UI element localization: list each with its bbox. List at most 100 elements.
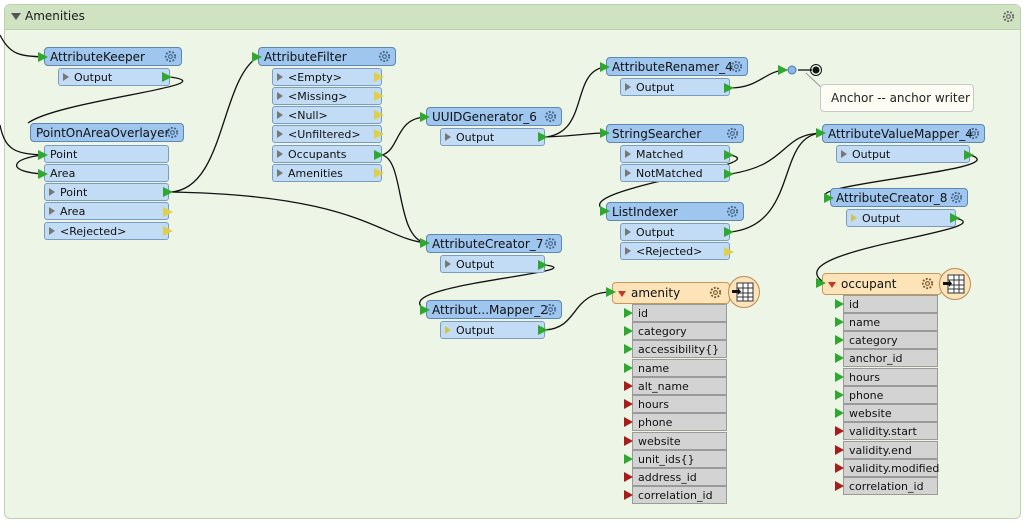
gear-icon[interactable] <box>1001 9 1016 24</box>
output-connector[interactable] <box>374 91 384 101</box>
attribute-input-connector[interactable] <box>835 426 844 436</box>
output-port[interactable]: Output <box>440 321 545 339</box>
attribute-row[interactable]: validity.start <box>843 422 938 440</box>
expand-arrow-icon[interactable] <box>625 169 631 177</box>
output-port[interactable]: Output <box>836 145 970 163</box>
gear-icon[interactable] <box>725 126 740 141</box>
expand-arrow-icon[interactable] <box>49 227 55 235</box>
input-connector[interactable] <box>600 206 610 216</box>
input-connector[interactable] <box>600 62 610 72</box>
input-connector[interactable] <box>816 278 826 288</box>
expand-arrow-icon[interactable] <box>841 150 847 158</box>
expand-arrow-icon[interactable] <box>445 133 451 141</box>
output-connector[interactable] <box>538 260 548 270</box>
output-connector[interactable] <box>162 72 172 82</box>
attribute-input-connector[interactable] <box>835 335 844 345</box>
gear-icon[interactable] <box>163 49 178 64</box>
attribute-row[interactable]: website <box>632 432 727 450</box>
expand-arrow-icon[interactable] <box>63 73 69 81</box>
output-connector[interactable] <box>374 110 384 120</box>
gear-icon[interactable] <box>966 126 981 141</box>
expand-arrow-icon[interactable] <box>277 92 283 100</box>
attribute-input-connector[interactable] <box>835 353 844 363</box>
attribute-value-mapper-4-transformer[interactable]: AttributeValueMapper_4 <box>822 124 985 143</box>
output-connector[interactable] <box>724 83 734 93</box>
uuid-generator-transformer[interactable]: UUIDGenerator_6 <box>426 107 562 126</box>
gear-icon[interactable] <box>920 276 935 291</box>
output-port-occupants[interactable]: Occupants <box>272 145 382 163</box>
attribute-input-connector[interactable] <box>624 326 633 336</box>
output-port-unfiltered[interactable]: <Unfiltered> <box>272 125 382 143</box>
attribute-mapper-2-transformer[interactable]: Attribut...Mapper_2 <box>426 300 562 319</box>
input-connector[interactable] <box>420 112 430 122</box>
attribute-input-connector[interactable] <box>835 390 844 400</box>
attribute-creator-8-transformer[interactable]: AttributeCreator_8 <box>830 188 968 207</box>
attribute-row[interactable]: name <box>632 359 727 377</box>
output-connector[interactable] <box>950 213 960 223</box>
output-port[interactable]: Output <box>846 209 956 227</box>
attribute-row[interactable]: address_id <box>632 468 727 486</box>
expand-arrow-icon[interactable] <box>277 130 283 138</box>
attribute-input-connector[interactable] <box>835 317 844 327</box>
attribute-input-connector[interactable] <box>835 481 844 491</box>
input-connector[interactable] <box>600 128 610 138</box>
output-port-amenities[interactable]: Amenities <box>272 164 382 182</box>
attribute-row[interactable]: unit_ids{} <box>632 450 727 468</box>
expand-arrow-icon[interactable] <box>445 326 451 334</box>
collapse-arrow-icon[interactable] <box>618 291 626 297</box>
attribute-row[interactable]: correlation_id <box>632 486 727 504</box>
attribute-creator-7-transformer[interactable]: AttributeCreator_7 <box>426 234 562 253</box>
attribute-input-connector[interactable] <box>624 490 633 500</box>
attribute-input-connector[interactable] <box>624 308 633 318</box>
input-connector[interactable] <box>38 52 48 62</box>
gear-icon[interactable] <box>165 125 180 140</box>
output-connector[interactable] <box>163 187 173 197</box>
attribute-row[interactable]: correlation_id <box>843 477 938 495</box>
output-port[interactable]: Output <box>620 223 730 241</box>
expand-arrow-icon[interactable] <box>625 83 631 91</box>
gear-icon[interactable] <box>708 285 723 300</box>
attribute-row[interactable]: name <box>843 313 938 331</box>
expand-arrow-icon[interactable] <box>625 247 631 255</box>
occupant-writer-feature-type[interactable]: occupant <box>822 273 942 295</box>
attribute-input-connector[interactable] <box>835 408 844 418</box>
attribute-input-connector[interactable] <box>835 463 844 473</box>
expand-arrow-icon[interactable] <box>851 214 857 222</box>
gear-icon[interactable] <box>543 302 558 317</box>
output-connector[interactable] <box>724 150 734 160</box>
expand-arrow-icon[interactable] <box>277 150 283 158</box>
output-port[interactable]: Output <box>58 68 170 86</box>
collapse-arrow-icon[interactable] <box>11 13 21 20</box>
output-port-matched[interactable]: Matched <box>620 145 730 163</box>
attribute-row[interactable]: hours <box>843 368 938 386</box>
output-connector[interactable] <box>724 227 734 237</box>
gear-icon[interactable] <box>725 204 740 219</box>
attribute-row[interactable]: id <box>632 304 727 322</box>
expand-arrow-icon[interactable] <box>277 111 283 119</box>
output-connector[interactable] <box>374 150 384 160</box>
attribute-renamer-transformer[interactable]: AttributeRenamer_4 <box>606 57 748 76</box>
attribute-row[interactable]: accessibility{} <box>632 340 727 358</box>
input-connector[interactable] <box>824 193 834 203</box>
output-connector[interactable] <box>163 207 173 217</box>
attribute-input-connector[interactable] <box>835 372 844 382</box>
attribute-input-connector[interactable] <box>624 344 633 354</box>
attribute-row[interactable]: website <box>843 404 938 422</box>
expand-arrow-icon[interactable] <box>49 207 55 215</box>
output-port-missing[interactable]: <Missing> <box>272 87 382 105</box>
attribute-input-connector[interactable] <box>624 454 633 464</box>
expand-arrow-icon[interactable] <box>49 188 55 196</box>
expand-arrow-icon[interactable] <box>277 169 283 177</box>
attribute-row[interactable]: phone <box>632 413 727 431</box>
output-connector[interactable] <box>538 132 548 142</box>
input-connector[interactable] <box>778 65 788 75</box>
expand-arrow-icon[interactable] <box>625 150 631 158</box>
gear-icon[interactable] <box>377 49 392 64</box>
amenity-writer-feature-type[interactable]: amenity <box>612 282 730 304</box>
output-port-point[interactable]: Point <box>44 183 169 201</box>
attribute-input-connector[interactable] <box>624 363 633 373</box>
expand-arrow-icon[interactable] <box>277 73 283 81</box>
output-connector[interactable] <box>538 325 548 335</box>
attribute-row[interactable]: hours <box>632 395 727 413</box>
gear-icon[interactable] <box>729 59 744 74</box>
